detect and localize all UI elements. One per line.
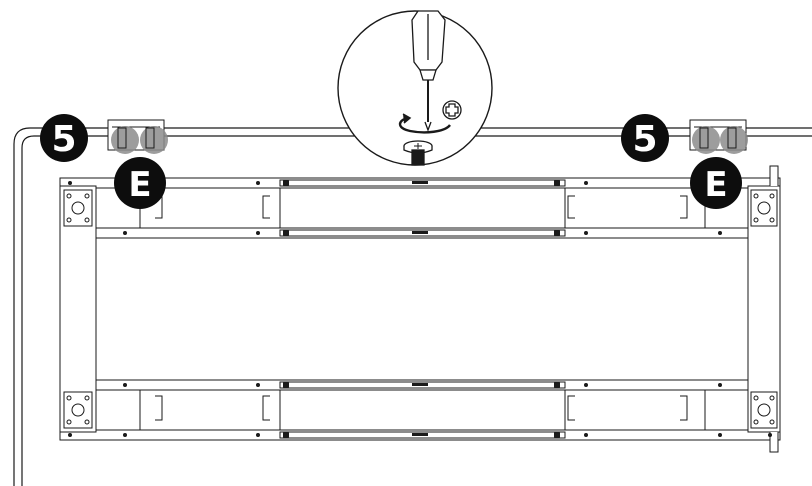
part-letter-badge-right: E bbox=[690, 157, 742, 209]
right-leg-column bbox=[747, 165, 781, 453]
phillips-head-icon bbox=[442, 100, 462, 120]
right-mounting-clip bbox=[689, 119, 748, 154]
frame-brackets bbox=[96, 187, 748, 431]
clockwise-rotation-arrow-icon bbox=[398, 113, 451, 134]
beam-holes bbox=[68, 180, 772, 438]
left-mounting-clip bbox=[107, 119, 168, 154]
part-letter-badge-left: E bbox=[114, 157, 166, 209]
svg-text:5: 5 bbox=[51, 119, 76, 160]
screw-highlight-right-1 bbox=[692, 126, 720, 154]
screw-highlight-left-1 bbox=[111, 126, 139, 154]
svg-text:E: E bbox=[704, 165, 727, 205]
phillips-screwdriver-icon bbox=[411, 10, 446, 132]
frame-top-beam bbox=[59, 177, 781, 239]
left-leg-column bbox=[59, 185, 97, 433]
screw-highlight-right-2 bbox=[720, 126, 748, 154]
screw-icon bbox=[403, 140, 433, 166]
frame-bottom-beam bbox=[59, 379, 781, 441]
svg-text:E: E bbox=[128, 165, 151, 205]
step-number-badge-left: 5 bbox=[40, 114, 88, 162]
desktop-panel bbox=[13, 127, 812, 486]
step-number-badge-right: 5 bbox=[621, 114, 669, 162]
svg-text:5: 5 bbox=[632, 119, 657, 160]
